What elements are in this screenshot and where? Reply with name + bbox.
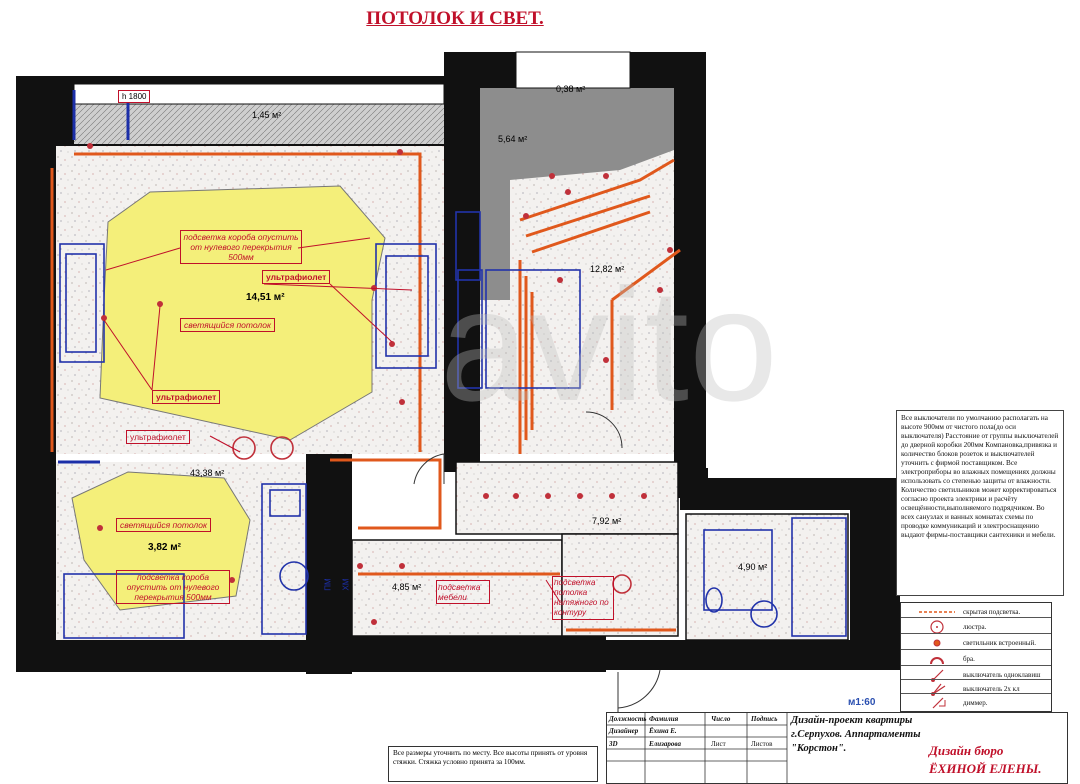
title-block: Должность Фамилия Число Подпись Дизайнер…	[606, 712, 1068, 784]
living-area: 14,51 м²	[246, 292, 285, 303]
bottom-note: Все размеры уточнить по месту. Все высот…	[388, 746, 598, 782]
box-lighting-note-1: подсветка короба опустить от нулевого пе…	[180, 230, 302, 264]
title-block-grid	[607, 713, 788, 783]
bedroom-dark-area	[480, 88, 674, 300]
page-title: ПОТОЛОК И СВЕТ.	[366, 8, 544, 29]
project-location: г.Серпухов. Аппартаменты	[791, 729, 921, 740]
furniture-lighting-note: подсветка мебели	[436, 580, 490, 604]
glowing-ceiling-label-2: светящийся потолок	[116, 518, 211, 532]
project-complex: "Корстон".	[791, 743, 847, 754]
sconce-icon	[930, 657, 944, 665]
lighting-strips	[50, 152, 681, 632]
legend-row-hidden-lighting: скрытая подсветка.	[901, 603, 1051, 621]
leader-lines	[103, 237, 561, 603]
pm-label: ПМ	[323, 578, 333, 591]
balcony-area: 1,45 м²	[252, 110, 282, 120]
general-notes: Все выключатели по умолчанию располагать…	[896, 410, 1064, 596]
watermark: avito	[440, 255, 778, 434]
glowing-ceiling-label-1: светящийся потолок	[180, 318, 275, 332]
studio-name-1: Дизайн бюро	[929, 743, 1004, 758]
corridor-floor	[351, 539, 563, 637]
stretch-ceiling-note: подсветка потолка натяжного по контуру	[552, 576, 614, 620]
balcony-floor	[74, 104, 444, 144]
doors	[413, 411, 661, 712]
kitchen-area: 43,38 м²	[190, 468, 225, 478]
legend-row-builtin-light: светильник встроенный.	[901, 633, 1051, 652]
ultraviolet-label-3: ультрафиолет	[126, 430, 190, 444]
ceiling-lights	[87, 143, 673, 625]
dimmer-icon	[932, 697, 946, 709]
bedroom-floor	[480, 88, 674, 454]
living-glow-ceiling	[99, 185, 386, 441]
furniture	[59, 211, 847, 639]
height-tag: h 1800	[118, 90, 151, 103]
hw-label: ХМ	[341, 578, 351, 591]
hall-area: 7,92 м²	[592, 516, 622, 526]
box-lighting-note-2: подсветка короба опустить от нулевого пе…	[116, 570, 230, 604]
legend-row-sconce: бра.	[901, 649, 1051, 668]
kitchen-light-area: 3,82 м²	[148, 542, 181, 553]
bath-floor	[685, 513, 849, 641]
hidden-lighting-icon	[919, 611, 955, 613]
bath-area: 4,90 м²	[738, 562, 768, 572]
ultraviolet-label-1: ультрафиолет	[262, 270, 331, 284]
chandelier-icon	[930, 620, 944, 634]
scale-label: м1:60	[848, 697, 876, 708]
bedroom-top-area: 5,64 м²	[498, 134, 528, 144]
project-name: Дизайн-проект квартиры	[791, 715, 913, 726]
ultraviolet-label-2: ультрафиолет	[152, 390, 221, 404]
hall-floor	[455, 461, 679, 535]
bedroom-balcony-area: 0,38 м²	[556, 84, 586, 94]
legend-row-dimmer: диммер.	[901, 693, 1051, 712]
corridor-area: 4,85 м²	[392, 582, 422, 592]
builtin-light-icon	[933, 639, 941, 647]
bedroom-area: 12,82 м²	[590, 264, 625, 274]
legend: скрытая подсветка. люстра. светильник вс…	[900, 602, 1052, 712]
studio-name-2: ЁХИНОЙ ЕЛЕНЫ.	[929, 761, 1042, 776]
